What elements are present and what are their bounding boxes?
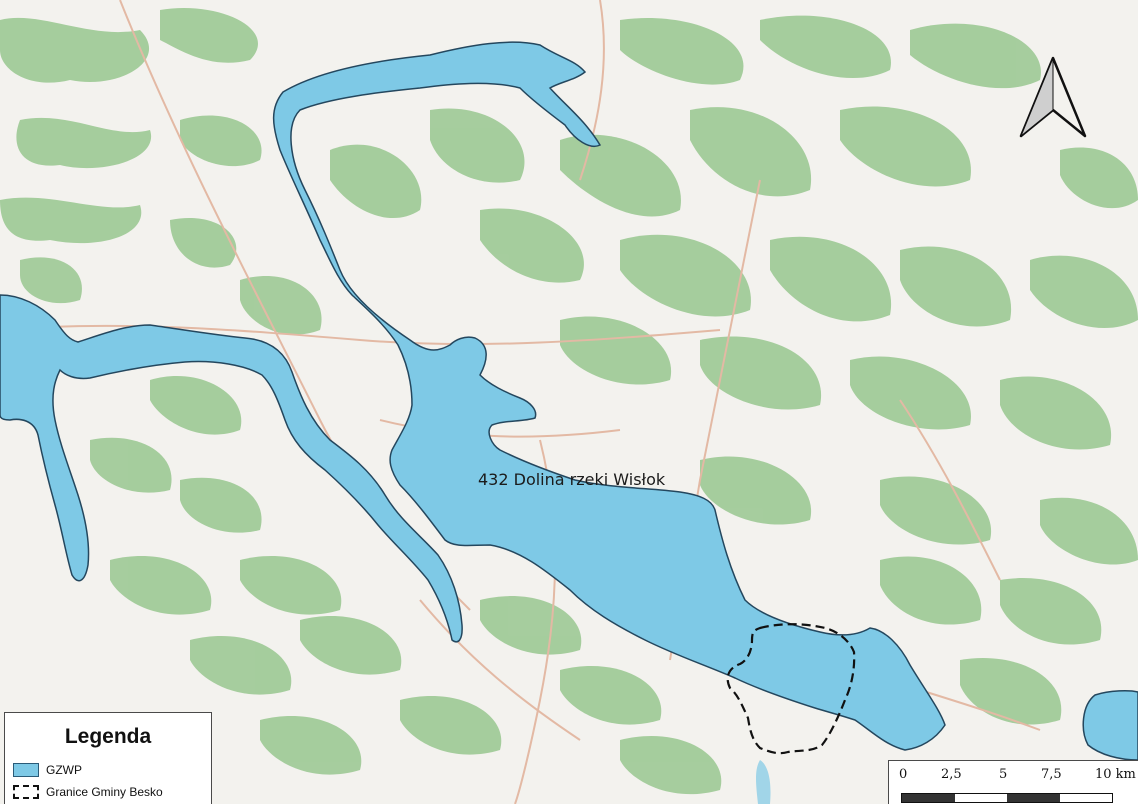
- scale-bar: [901, 793, 1113, 803]
- legend-label-boundary: Granice Gminy Besko: [46, 785, 163, 799]
- scale-bar-panel: 0 2,5 5 7,5 10 km: [888, 760, 1138, 804]
- scale-segment: [902, 794, 955, 802]
- legend-swatch-boundary: [13, 785, 39, 799]
- legend-panel: Legenda GZWP Granice Gminy Besko: [4, 712, 212, 804]
- scale-label-10-km: 10 km: [1095, 767, 1136, 782]
- scale-label-2-5: 2,5: [941, 767, 962, 782]
- legend-title: Legenda: [64, 725, 152, 748]
- legend-swatch-gzwp: [13, 763, 39, 777]
- scale-segment: [954, 794, 1007, 802]
- scale-label-7-5: 7,5: [1041, 767, 1062, 782]
- legend-item-boundary: Granice Gminy Besko: [13, 783, 163, 801]
- scale-label-0: 0: [899, 767, 908, 782]
- legend-item-gzwp: GZWP: [13, 761, 82, 779]
- north-arrow-icon: [1019, 56, 1087, 138]
- river-segment: [756, 760, 771, 804]
- legend-label-gzwp: GZWP: [46, 763, 82, 777]
- gmina-boundary[interactable]: [726, 623, 856, 755]
- scale-segment: [1059, 794, 1112, 802]
- scale-segment: [1007, 794, 1060, 802]
- aquifer-east-fragment[interactable]: [1082, 690, 1138, 761]
- aquifer-west-branch[interactable]: [0, 294, 463, 643]
- scale-label-5: 5: [999, 767, 1008, 782]
- aquifer-main-polygon[interactable]: [272, 41, 946, 751]
- aquifer-name-label: 432 Dolina rzeki Wisłok: [478, 470, 666, 489]
- forest-layer: [0, 8, 1138, 795]
